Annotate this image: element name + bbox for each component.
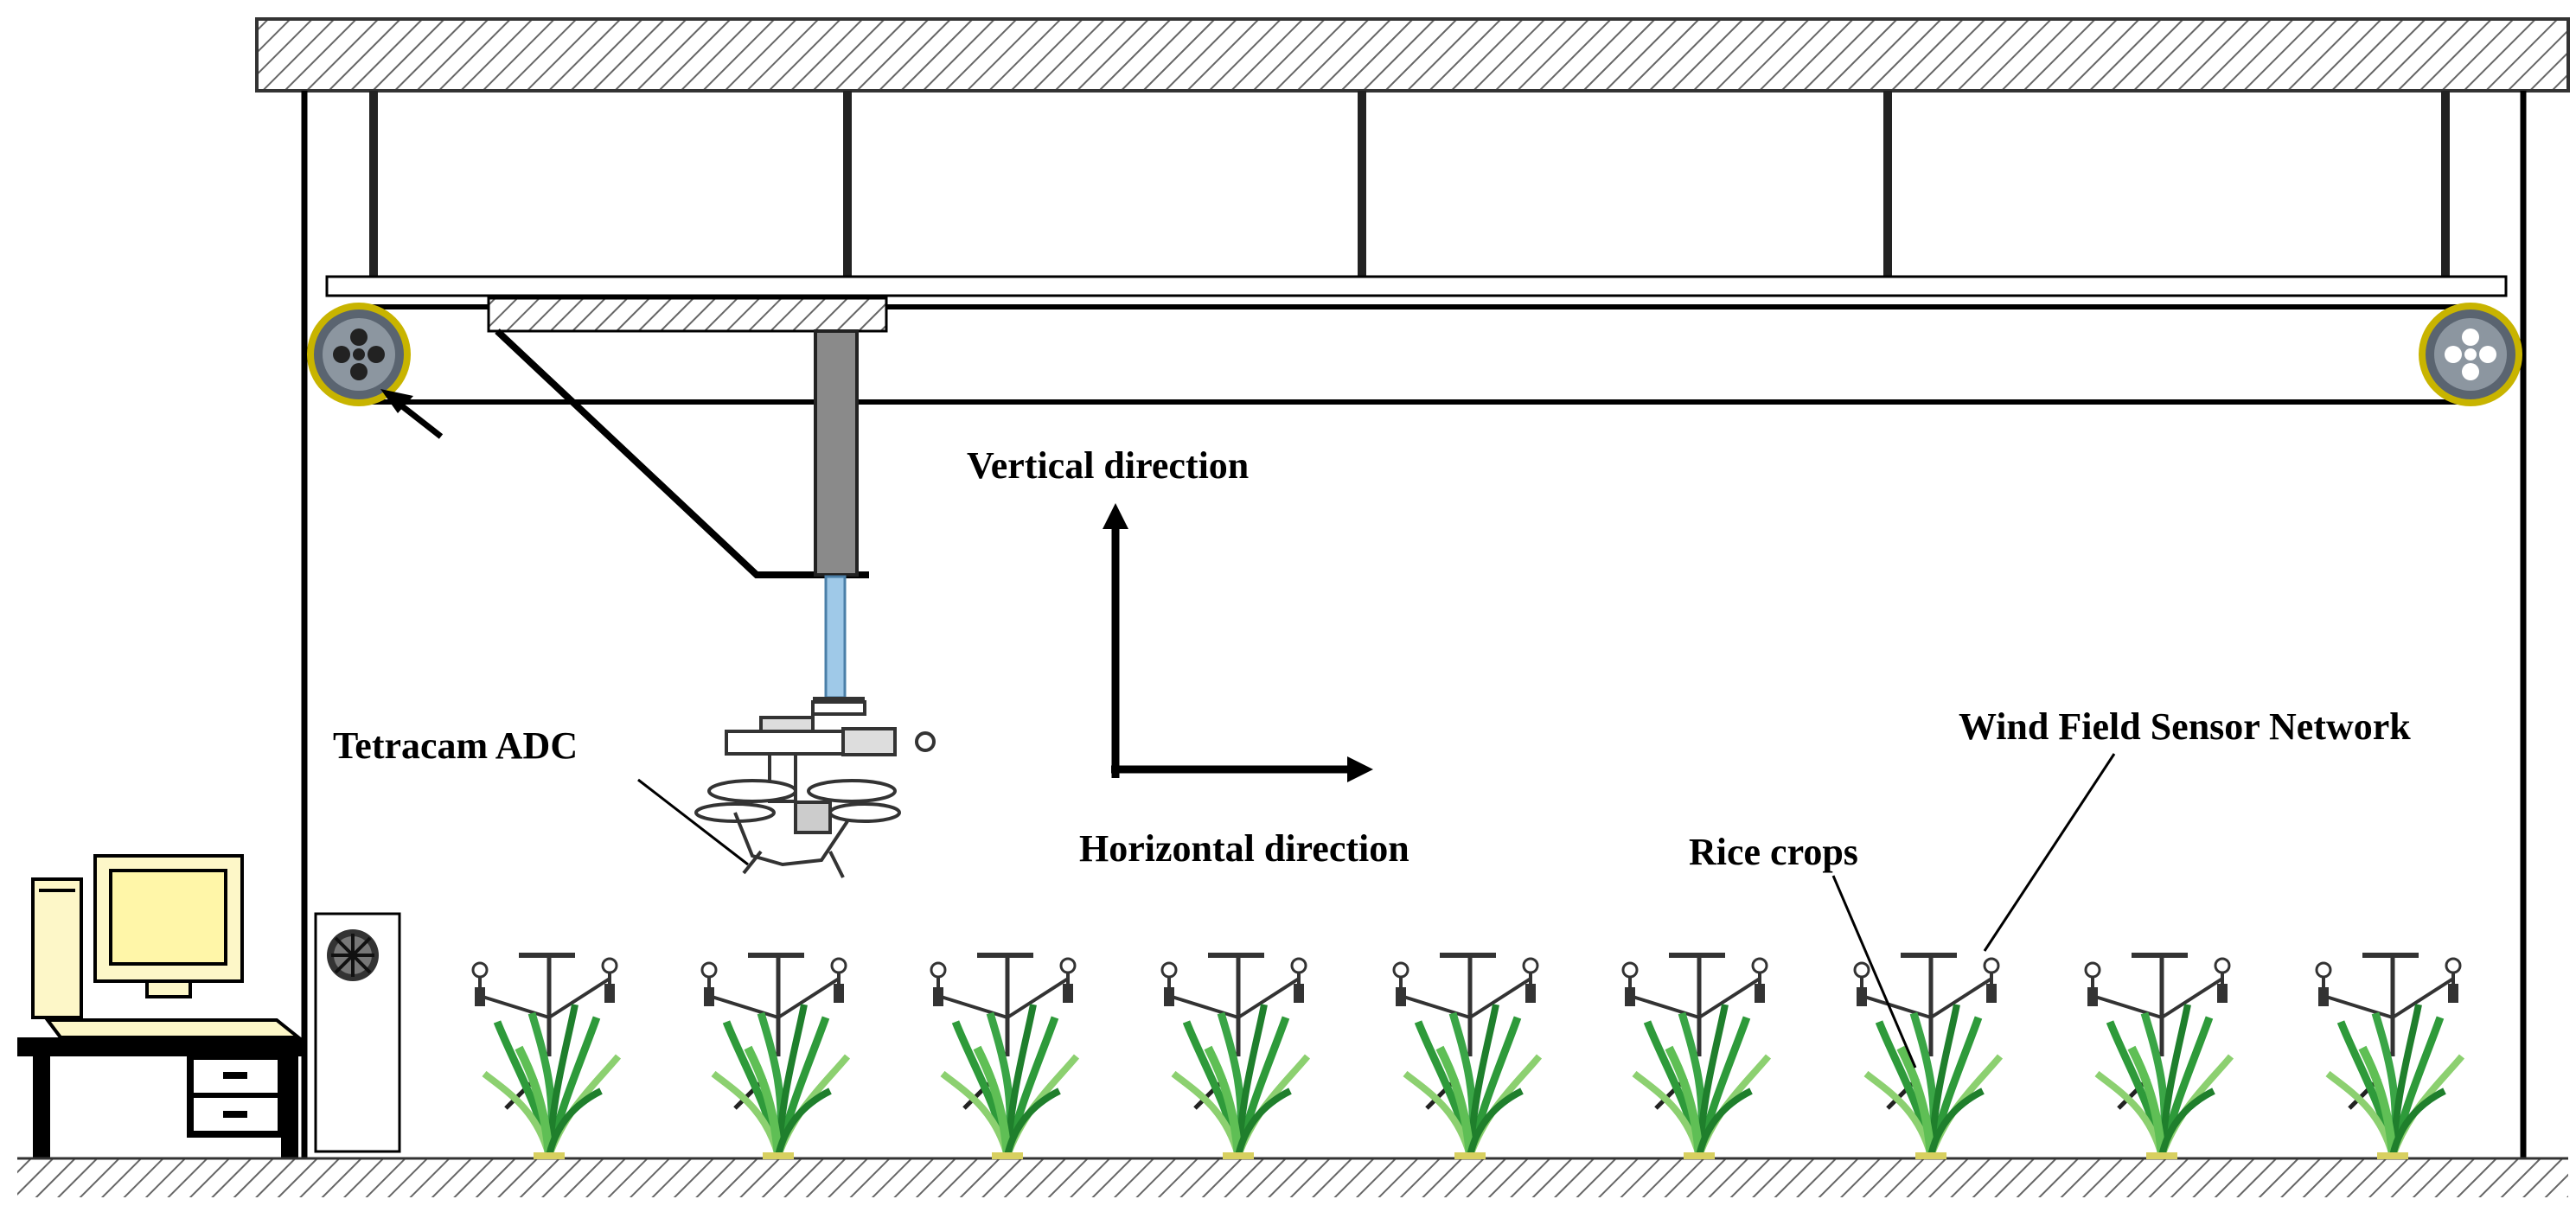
right-pulley-icon xyxy=(2419,303,2522,406)
rice-plant-row xyxy=(473,953,2462,1156)
lifting-mast xyxy=(814,329,859,577)
vertical-direction-label: Vertical direction xyxy=(967,444,1249,487)
rice-plant-icon xyxy=(473,953,618,1156)
rice-leader-line xyxy=(1831,875,1917,1068)
sensor-network-label: Wind Field Sensor Network xyxy=(1959,705,2411,748)
ceiling-beam xyxy=(255,17,2570,92)
rice-plant-icon xyxy=(931,953,1077,1156)
hanging-rods xyxy=(369,91,2450,285)
rice-crops-label: Rice crops xyxy=(1689,831,1858,873)
camera-leader-line xyxy=(637,778,749,866)
motor-drive-arrow-icon xyxy=(380,389,444,439)
sensor-leader-line xyxy=(1983,753,2116,952)
left-pulley-icon xyxy=(307,303,411,406)
carriage-brace xyxy=(495,329,869,578)
rice-plant-icon xyxy=(2086,953,2231,1156)
horizontal-direction-arrow-icon xyxy=(1111,756,1373,782)
rice-plant-icon xyxy=(1855,953,2000,1156)
rice-plant-icon xyxy=(1162,953,1307,1156)
rice-plant-icon xyxy=(1394,953,1539,1156)
camera-rod xyxy=(824,575,847,699)
carriage-block xyxy=(487,297,888,333)
vertical-direction-arrow-icon xyxy=(1103,503,1128,778)
rice-plant-icon xyxy=(2317,953,2462,1156)
rice-plant-icon xyxy=(702,953,847,1156)
camera-label: Tetracam ADC xyxy=(333,724,578,767)
computer-icon xyxy=(31,854,304,1039)
ground xyxy=(17,1158,2568,1197)
rice-plant-icon xyxy=(1623,953,1768,1156)
computer-desk xyxy=(17,1037,303,1171)
horizontal-direction-label: Horizontal direction xyxy=(1079,827,1409,870)
fan-cabinet-icon xyxy=(314,912,401,1153)
drone-icon xyxy=(694,697,936,878)
upper-rail xyxy=(325,275,2508,297)
